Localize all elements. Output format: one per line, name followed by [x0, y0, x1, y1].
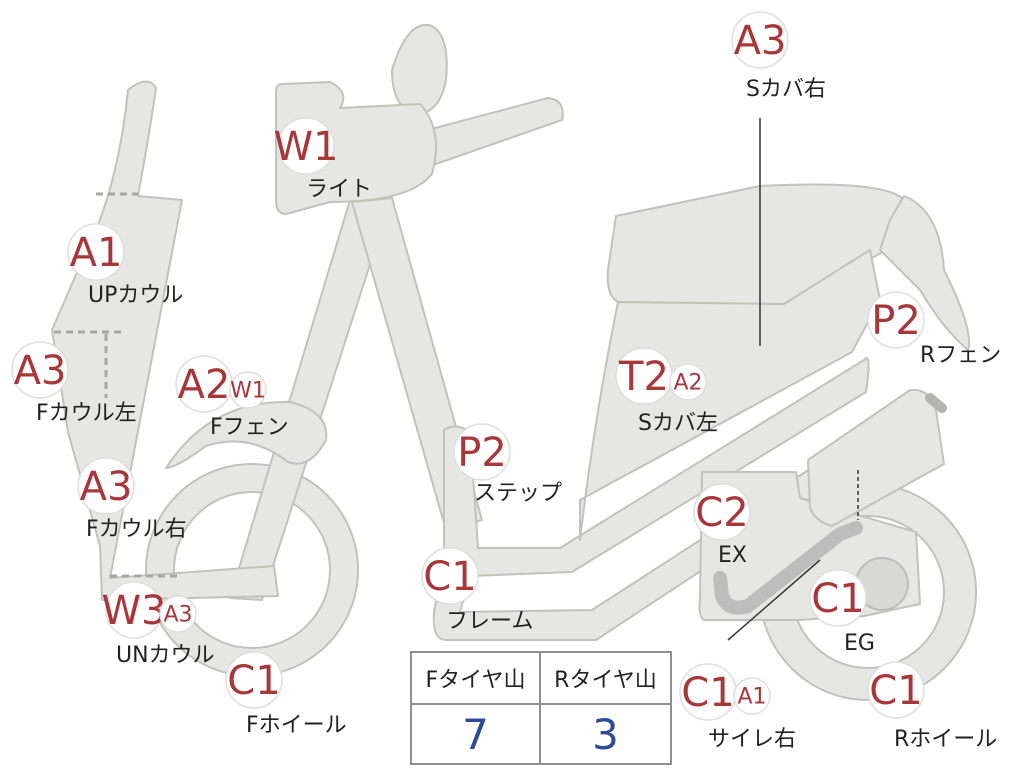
part-name-label: Rホイール: [894, 727, 997, 752]
part-name-label: Sカバ左: [638, 411, 718, 436]
part-name-label: Fホイール: [246, 713, 347, 738]
part-name-label: UPカウル: [88, 283, 183, 308]
badge-circle: [453, 423, 511, 481]
damage-code: P2: [871, 298, 921, 344]
badge-circle: [867, 661, 925, 719]
badge-circle: [867, 291, 925, 349]
handlebar-shape: [419, 97, 564, 167]
part-name-label: EG: [844, 631, 875, 656]
headlight-shape: [275, 81, 437, 215]
rear-fender-shape: [879, 195, 970, 351]
tire-tread-table: Fタイヤ山 Rタイヤ山 7 3: [410, 651, 672, 765]
rear-tire-value: 3: [592, 709, 619, 759]
damage-code: A2: [178, 362, 231, 408]
exhaust-pipe-shape: [713, 521, 863, 615]
part-callout-light: W1 ライト: [274, 117, 372, 202]
badge-circle: [731, 11, 789, 69]
muffler-shape: [807, 388, 945, 527]
part-callout-step: P2 ステップ: [453, 423, 562, 506]
damage-code: A3: [163, 603, 192, 628]
part-name-label: Sカバ右: [746, 77, 826, 102]
windscreen-shape: [391, 23, 448, 115]
damage-code: A3: [734, 18, 787, 64]
damage-code: A1: [737, 685, 766, 710]
badge-circle: [11, 341, 69, 399]
damage-code: C1: [811, 576, 864, 622]
front-tire-value: 7: [412, 705, 541, 763]
damage-code: A3: [80, 464, 133, 510]
badge-circle: [733, 677, 771, 715]
damage-code: C1: [869, 668, 922, 714]
badge-circle: [229, 371, 267, 409]
damage-code: C1: [681, 670, 734, 716]
part-name-label: ステップ: [474, 481, 562, 506]
muffler-tip: [925, 393, 947, 413]
badge-circle: [277, 117, 335, 175]
damage-code: A2: [673, 371, 702, 396]
rear-tire-header: Rタイヤ山: [541, 653, 670, 705]
part-name-label: フレーム: [446, 609, 533, 634]
part-name-label: サイレ右: [708, 727, 796, 752]
front-tire-header: Fタイヤ山: [412, 653, 541, 705]
damage-code: A3: [14, 348, 67, 394]
badge-circle: [809, 569, 867, 627]
part-name-label: Fカウル右: [86, 517, 187, 542]
damage-code: T2: [618, 354, 669, 400]
part-name-label: Fカウル左: [36, 401, 137, 426]
damage-code: W3: [102, 588, 167, 634]
damage-code: C2: [695, 490, 748, 536]
damage-code: C1: [423, 554, 476, 600]
leader-lines: [727, 118, 859, 641]
part-callout-frame: C1 フレーム: [421, 547, 533, 634]
part-name-label: UNカウル: [116, 643, 215, 668]
part-name-label: EX: [718, 543, 747, 568]
damage-code: W1: [274, 124, 339, 170]
badge-circle: [225, 651, 283, 709]
damage-code: C1: [227, 658, 280, 704]
badge-circle: [421, 547, 479, 605]
badge-circle: [67, 223, 125, 281]
side-cover-shape: [579, 249, 881, 541]
badge-circle: [669, 363, 707, 401]
badge-circle: [77, 457, 135, 515]
part-name-label: Rフェン: [920, 343, 1001, 368]
part-boundary-lines: [54, 192, 182, 578]
badge-circle: [159, 595, 197, 633]
damage-code: P2: [457, 430, 507, 476]
badge-circle: [693, 483, 751, 541]
damage-code: W1: [230, 379, 266, 404]
damage-code: A1: [70, 230, 123, 276]
front-fender-shape: [165, 400, 328, 469]
part-name-label: ライト: [306, 177, 372, 202]
part-name-label: Fフェン: [210, 415, 289, 440]
